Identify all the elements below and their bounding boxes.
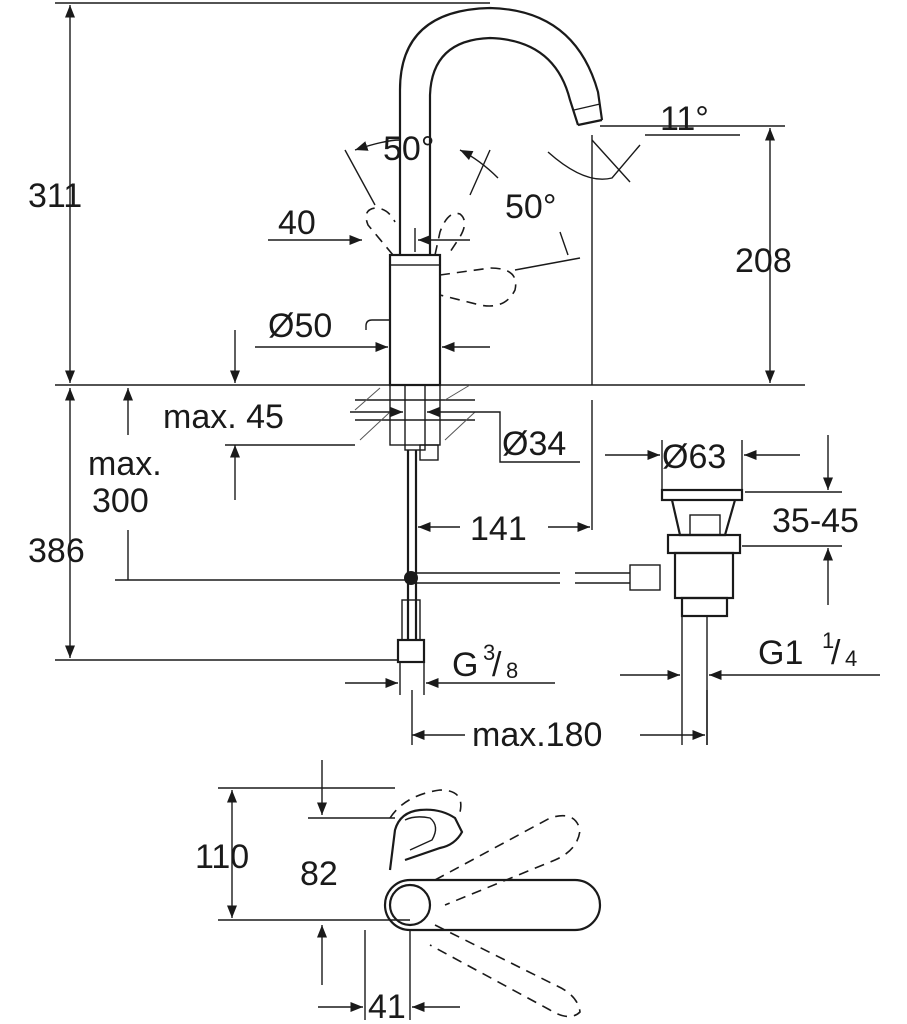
label-g-small-den: 8: [506, 658, 518, 683]
faucet-body: [365, 6, 604, 387]
popup-rod: [412, 572, 630, 584]
label-50-degree-left: 50°: [383, 130, 434, 168]
label-110: 110: [195, 838, 249, 876]
handle-plan-view: [365, 789, 602, 1018]
label-g-small-num: 3: [483, 640, 495, 665]
label-40: 40: [278, 204, 316, 242]
label-208: 208: [735, 242, 792, 280]
dimension-lines: [55, 2, 880, 1020]
waste-assembly: [629, 488, 744, 745]
label-max: max.: [88, 445, 162, 483]
handle-swivel-outline: [365, 207, 517, 307]
label-diameter-63: Ø63: [662, 438, 726, 476]
label-141: 141: [470, 510, 527, 548]
label-300: 300: [92, 482, 149, 520]
label-g-large-slash: /: [831, 634, 841, 672]
label-max-45: max. 45: [163, 398, 284, 436]
label-50-degree-right: 50°: [505, 188, 556, 226]
label-g-large-num: 1: [822, 628, 834, 653]
label-g-large-den: 4: [845, 646, 857, 671]
label-11-degree: 11°: [660, 100, 709, 138]
label-g-small-slash: /: [492, 646, 502, 684]
label-41: 41: [368, 988, 406, 1024]
supply-hose: [396, 450, 426, 664]
label-35-45: 35-45: [772, 502, 859, 540]
label-diameter-50: Ø50: [268, 307, 332, 345]
label-82: 82: [300, 855, 338, 893]
label-g-large: G1: [758, 634, 803, 672]
label-max-180: max.180: [472, 716, 602, 754]
label-311: 311: [28, 177, 82, 215]
label-386: 386: [28, 532, 85, 570]
label-g-small: G: [452, 646, 478, 684]
deck-section: [354, 384, 476, 461]
label-diameter-34: Ø34: [502, 425, 566, 463]
